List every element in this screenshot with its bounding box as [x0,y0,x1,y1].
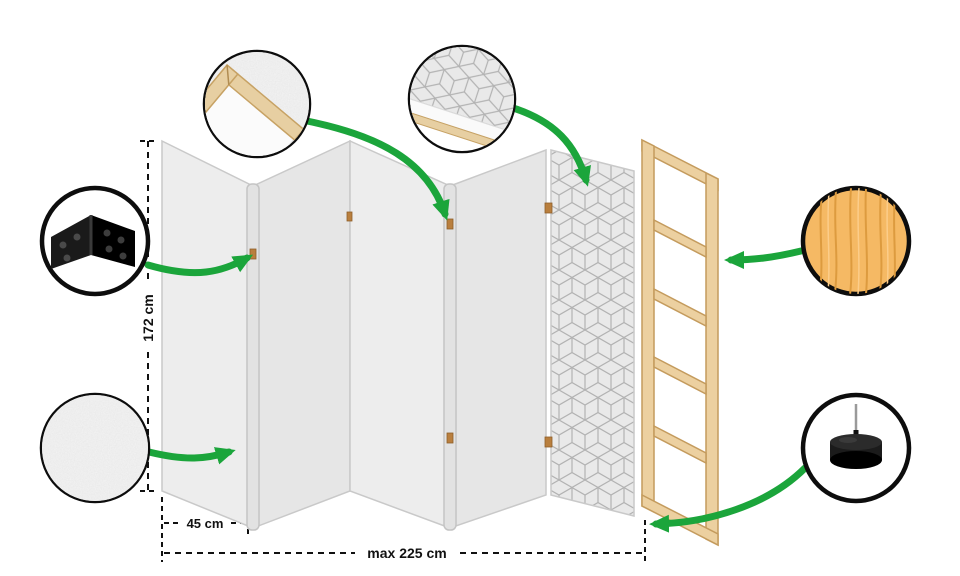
panel-1 [161,139,254,530]
panel-edge-detail-icon [410,47,514,151]
frame-corner-detail-icon [205,52,309,156]
foot-detail-icon [830,404,882,469]
dimension-height [140,140,158,492]
total-width-label: max 225 cm [367,545,446,561]
frame-rung [653,218,707,259]
wooden-frame [641,138,719,547]
room-divider-panels [161,139,635,531]
hinge-dot [249,248,257,260]
hinge-dot [446,432,454,444]
arrow-pattern-to-panel [506,103,591,187]
hinge-detail-icon [51,215,135,269]
panel-5-patterned [550,149,635,517]
fabric-texture-detail-icon [42,395,148,501]
panel-fold-edge [443,183,457,531]
hinge-fittings [249,202,553,448]
arrow-fabric-to-panel [145,447,236,465]
frame-right-rail [705,171,719,547]
hinge-dot [544,202,553,214]
arrow-wood-to-frame [724,247,805,269]
panel-4 [449,148,547,530]
hinge-dot [446,218,454,230]
dimension-total-width [164,520,646,562]
corner-frame-callout [202,49,312,159]
callout-arrows [144,103,809,533]
hinge-callout [39,185,151,297]
frame-rung [653,355,707,396]
panel-edge-callout [407,44,517,154]
wood-texture-callout [800,185,912,297]
frame-left-rail [641,138,655,514]
frame-rung [653,287,707,328]
arrow-hinge-to-fold [144,254,254,277]
height-label: 172 cm [140,294,156,341]
foot-callout [800,392,912,504]
panel-width-label: 45 cm [187,516,224,531]
hinge-dot [544,436,553,448]
panel-fold-edge [246,183,260,531]
frame-rung [653,424,707,465]
panel-2 [252,139,351,530]
arrow-corner-to-panel [298,116,450,221]
hinge-dot [346,211,353,222]
arrow-foot-to-base [649,464,809,533]
fabric-texture-callout [39,392,151,504]
wood-texture-detail-icon [819,188,896,294]
